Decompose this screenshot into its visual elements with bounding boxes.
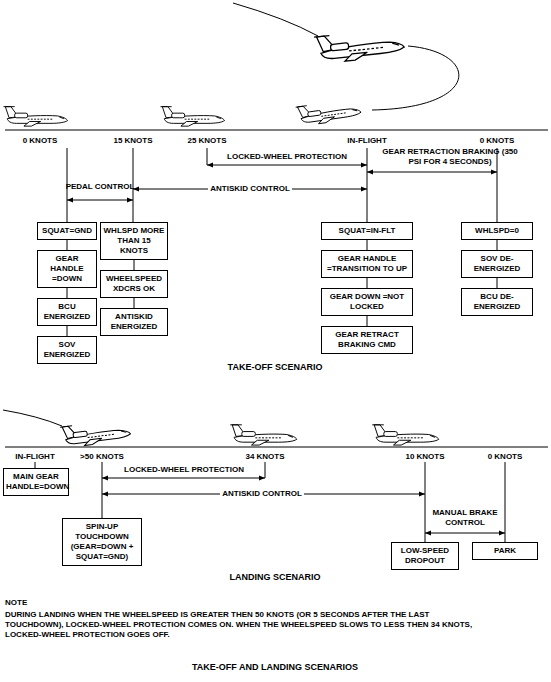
box-text: GEAR HANDLE =DOWN [40,254,94,284]
airplane [161,107,225,126]
annotation-label: LANDING SCENARIO [229,572,320,583]
annotation-label: 0 KNOTS [480,136,515,146]
condition-box: PARK [472,542,538,560]
connector-line [367,240,368,250]
condition-box: GEAR HANDLE =DOWN [37,250,97,288]
airplane [230,425,297,445]
annotation-label: MANUAL BRAKE CONTROL [432,508,498,528]
condition-box: GEAR HANDLE =TRANSITION TO UP [321,250,413,278]
box-text: SQUAT=GND [40,226,94,236]
airplane [60,419,131,448]
annotation-label: LOCKED-WHEEL PROTECTION [227,152,347,162]
condition-box: GEAR DOWN =NOT LOCKED [321,288,413,316]
box-text: PARK [475,546,535,556]
box-text: GEAR DOWN =NOT LOCKED [324,292,410,312]
condition-box: SOV DE-ENERGIZED [461,250,533,278]
connector-line [367,278,368,288]
box-text: WHLSPD MORE THAN 15 KNOTS [103,226,165,256]
box-text: GEAR HANDLE =TRANSITION TO UP [324,254,410,274]
condition-box: SPIN-UP TOUCHDOWN (GEAR=DOWN + SQUAT=GND… [62,518,142,566]
annotation-label: IN-FLIGHT [347,136,387,146]
annotation-label: 25 KNOTS [187,136,226,146]
annotation-label: PEDAL CONTROL [66,182,135,192]
box-text: SOV DE-ENERGIZED [464,254,530,274]
box-text: WHEELSPEED XDCRS OK [103,274,165,294]
condition-box: SOV ENERGIZED [37,336,97,364]
figure-caption: TAKE-OFF AND LANDING SCENARIOS [192,662,358,673]
connector-line [67,240,68,250]
box-text: BCU DE-ENERGIZED [464,292,530,312]
condition-box: WHLSPD=0 [461,222,533,240]
annotation-label: IN-FLIGHT [15,452,55,462]
range-arrow [207,165,367,166]
range-arrow [67,200,133,201]
connector-line [134,260,135,270]
condition-box: BCU ENERGIZED [37,298,97,326]
connector-line [67,326,68,336]
box-text: GEAR RETRACT BRAKING CMD [324,330,410,350]
airplane [314,28,405,64]
condition-box: BCU DE-ENERGIZED [461,288,533,316]
airplane [4,107,68,126]
condition-box: GEAR RETRACT BRAKING CMD [321,326,413,354]
flight-path [372,46,459,110]
range-arrow [102,478,265,479]
connector-line [497,240,498,250]
connector-line [134,298,135,308]
condition-box: ANTISKID ENERGIZED [100,308,168,336]
range-arrow [367,172,497,173]
annotation-label: TAKE-OFF SCENARIO [228,362,323,373]
connector-line [67,288,68,298]
box-text: LOW-SPEED DROPOUT [394,546,456,566]
box-text: WHLSPD=0 [464,226,530,236]
annotation-label: 34 KNOTS [245,452,284,462]
condition-box: WHEELSPEED XDCRS OK [100,270,168,298]
airplane [372,425,439,445]
annotation-label: 0 KNOTS [23,136,58,146]
connector-line [497,278,498,288]
annotation-label: >50 KNOTS [80,452,124,462]
box-text: MAIN GEAR HANDLE=DOWN [6,472,66,492]
annotation-label: GEAR RETRACTION BRAKING (350 PSI FOR 4 S… [375,147,525,167]
box-text: SQUAT=IN-FLT [324,226,410,236]
annotation-label: NOTE [5,598,27,608]
annotation-label: ANTISKID CONTROL [208,184,292,194]
flight-path [3,410,62,426]
condition-box: MAIN GEAR HANDLE=DOWN [3,468,69,496]
annotation-label: DURING LANDING WHEN THE WHEELSPEED IS GR… [5,610,490,640]
annotation-label: LOCKED-WHEEL PROTECTION [124,465,244,475]
connector-line [367,316,368,326]
condition-box: SQUAT=GND [37,222,97,240]
box-text: SPIN-UP TOUCHDOWN (GEAR=DOWN + SQUAT=GND… [65,522,139,562]
range-arrow [425,533,505,534]
annotation-label: 0 KNOTS [488,452,523,462]
box-text: SOV ENERGIZED [40,340,94,360]
box-text: BCU ENERGIZED [40,302,94,322]
box-text: ANTISKID ENERGIZED [103,312,165,332]
condition-box: WHLSPD MORE THAN 15 KNOTS [100,222,168,260]
timeline [5,447,548,448]
condition-box: LOW-SPEED DROPOUT [391,542,459,570]
annotation-label: 15 KNOTS [113,136,152,146]
condition-box: SQUAT=IN-FLT [321,222,413,240]
flight-path [233,3,318,36]
annotation-label: 10 KNOTS [405,452,444,462]
annotation-label: ANTISKID CONTROL [220,489,304,499]
timeline [5,130,548,131]
airplane [296,98,362,126]
